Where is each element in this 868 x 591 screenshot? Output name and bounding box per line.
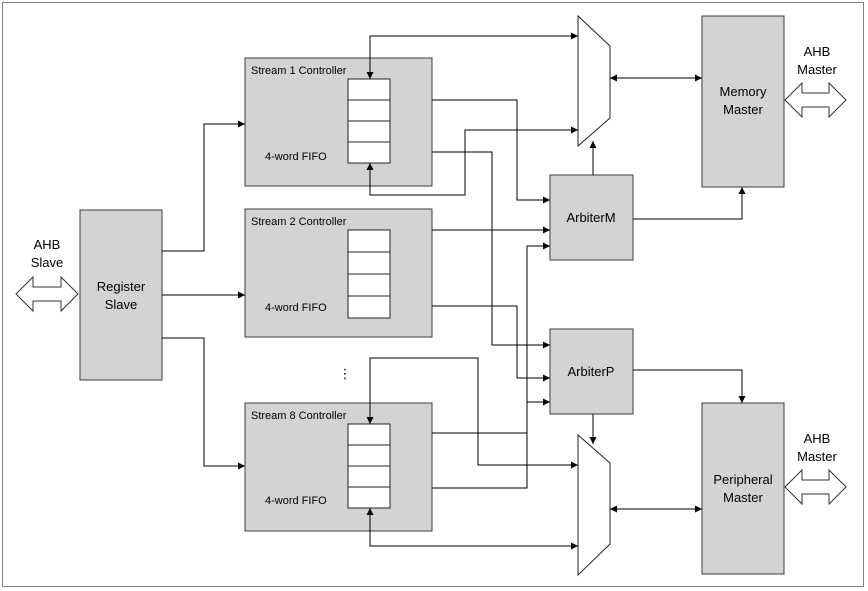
stream8-fifo-label: 4-word FIFO bbox=[265, 495, 327, 507]
peripheral-mux bbox=[577, 433, 611, 577]
ahb-master-top-bus-arrow bbox=[784, 81, 847, 119]
stream8-fifo bbox=[347, 423, 391, 509]
memory-master-block bbox=[701, 15, 785, 188]
memory-master-label-line1: Memory bbox=[720, 84, 767, 99]
ahb-master-bottom-bus-arrow bbox=[784, 468, 847, 506]
stream1-controller-title: Stream 1 Controller bbox=[251, 65, 347, 77]
register-slave-block bbox=[79, 209, 163, 381]
stream2-fifo-label: 4-word FIFO bbox=[265, 302, 327, 314]
stream8-controller-title: Stream 8 Controller bbox=[251, 410, 347, 422]
stream2-controller-block bbox=[244, 208, 433, 338]
stream2-controller-title: Stream 2 Controller bbox=[251, 216, 347, 228]
stream-ellipsis: ⋮ bbox=[339, 366, 352, 381]
ahb-master-top-label-line2: Master bbox=[797, 62, 837, 77]
ahb-slave-label-line1: AHB bbox=[34, 237, 61, 252]
stream8-controller-block bbox=[244, 402, 433, 532]
memory-mux bbox=[577, 14, 611, 148]
arbiter-p-block bbox=[549, 328, 634, 415]
ahb-master-bottom-label-line1: AHB bbox=[804, 431, 831, 446]
peripheral-master-label-line2: Master bbox=[723, 490, 763, 505]
arbiter-m-block bbox=[549, 174, 634, 261]
stream1-controller-block bbox=[244, 57, 433, 187]
ahb-master-top-label-line1: AHB bbox=[804, 44, 831, 59]
register-slave-label-line1: Register bbox=[97, 279, 146, 294]
connections bbox=[162, 32, 746, 550]
stream1-fifo bbox=[347, 78, 391, 164]
ahb-slave-label-line2: Slave bbox=[31, 255, 64, 270]
arbiter-m-label: ArbiterM bbox=[566, 210, 615, 225]
peripheral-master-block bbox=[701, 402, 785, 575]
stream1-fifo-label: 4-word FIFO bbox=[265, 151, 327, 163]
register-slave-label-line2: Slave bbox=[105, 297, 138, 312]
peripheral-master-label-line1: Peripheral bbox=[713, 472, 772, 487]
stream2-fifo bbox=[347, 229, 391, 319]
memory-master-label-line2: Master bbox=[723, 102, 763, 117]
ahb-master-bottom-label-line2: Master bbox=[797, 449, 837, 464]
ahb-slave-bus-arrow bbox=[15, 275, 79, 313]
arbiter-p-label: ArbiterP bbox=[568, 364, 615, 379]
